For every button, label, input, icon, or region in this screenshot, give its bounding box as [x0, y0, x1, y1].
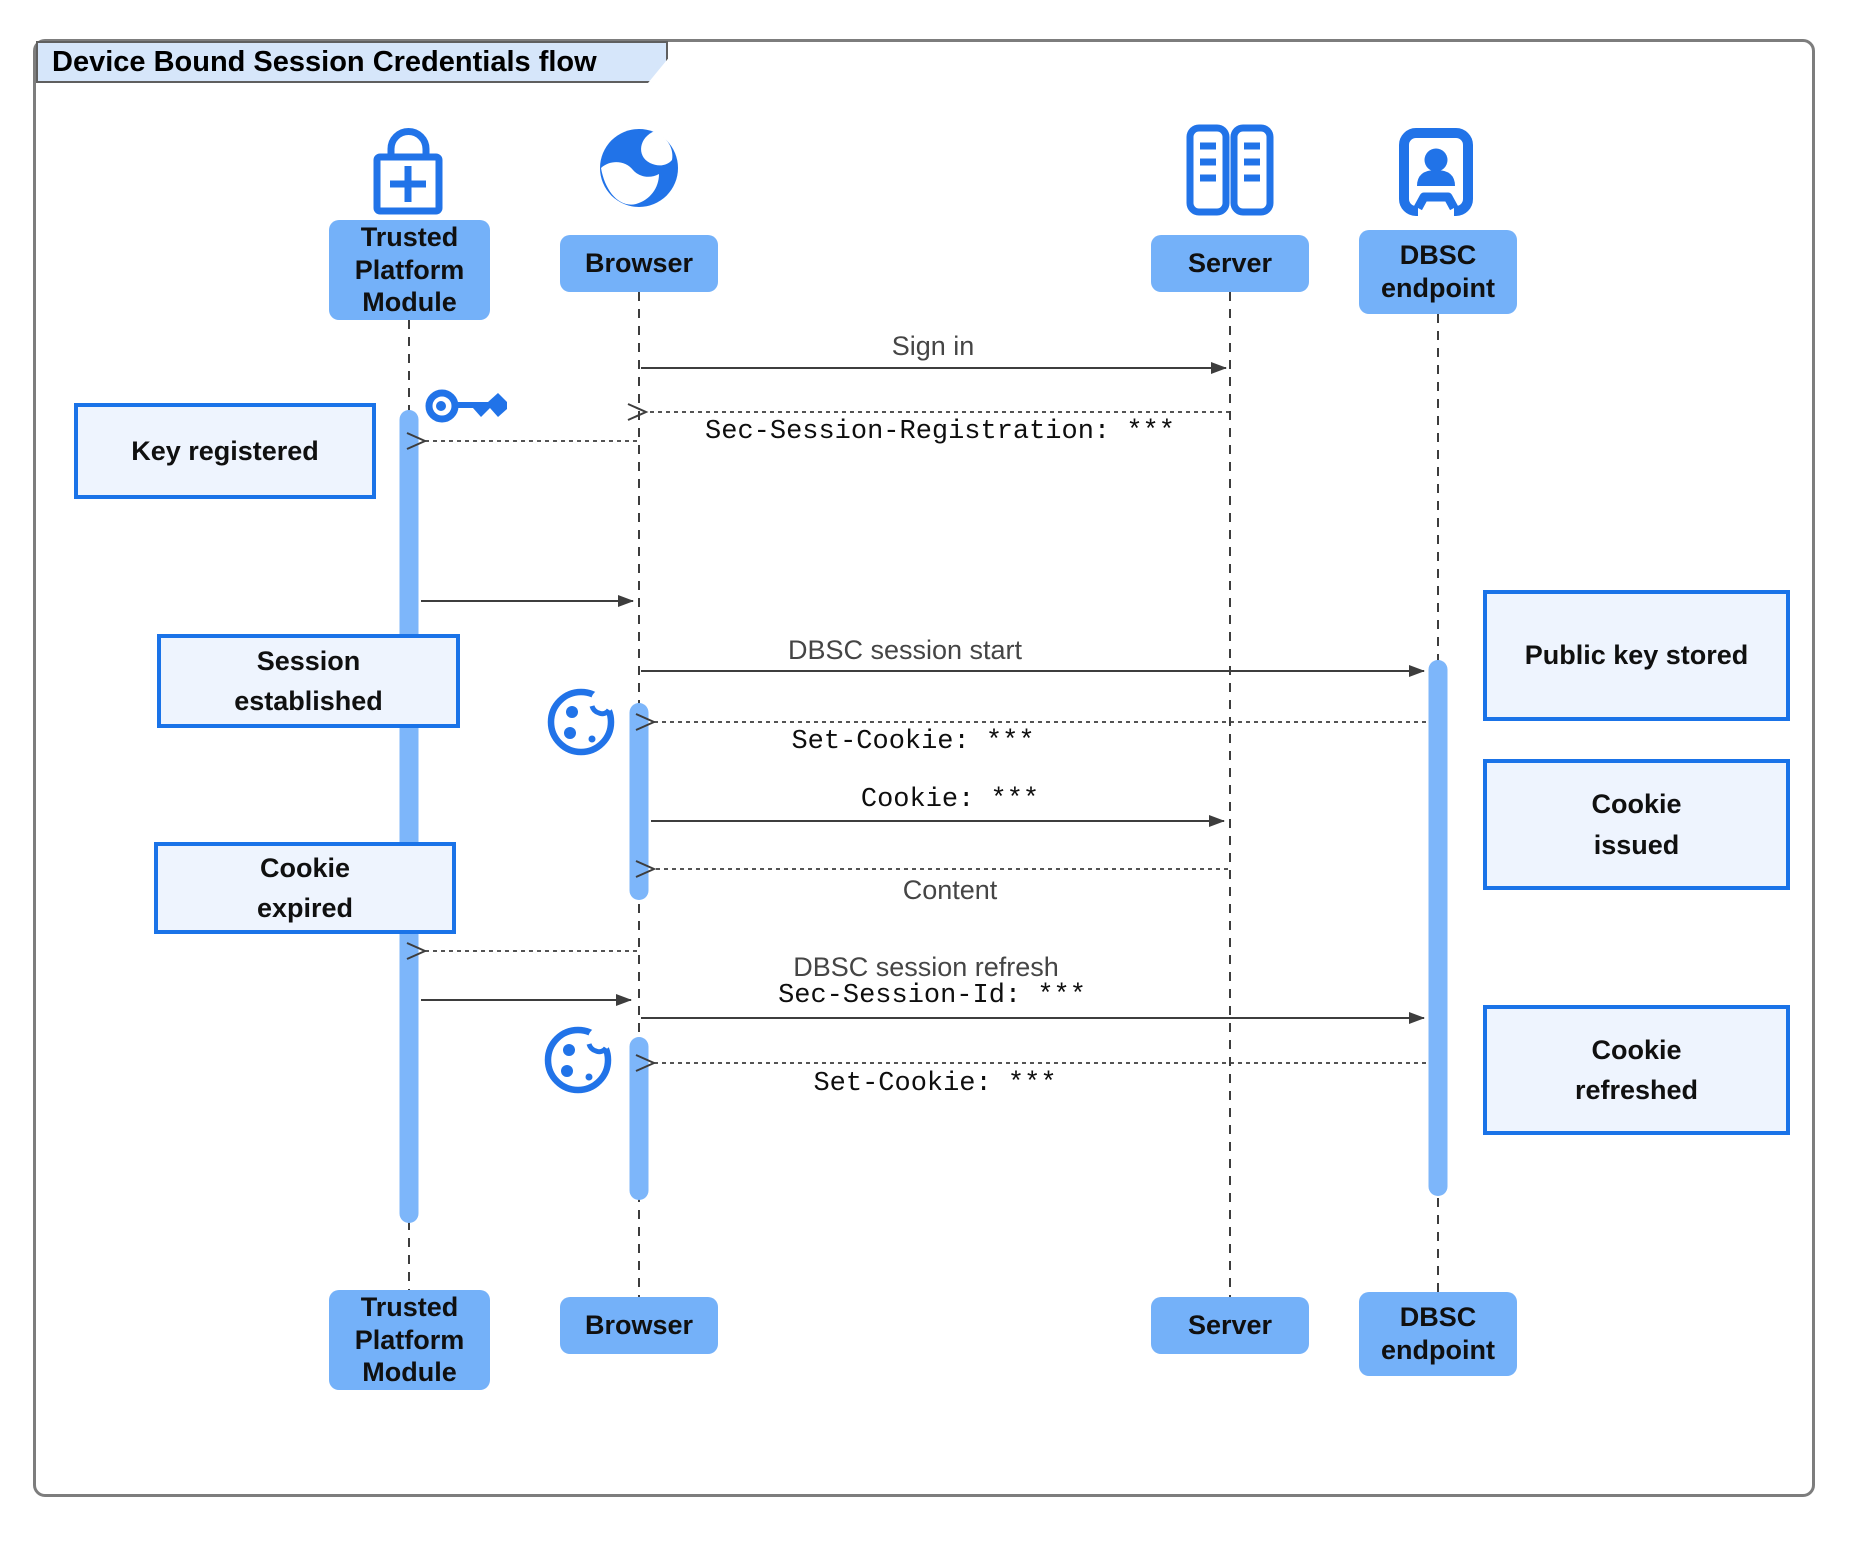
lock-plus-icon	[373, 128, 443, 215]
activation-bar-tpm	[399, 410, 419, 1223]
actor-label-browser-bottom: Browser	[560, 1297, 718, 1354]
note-public-key-stored: Public key stored	[1483, 590, 1790, 721]
actor-label-text: Server	[1187, 1310, 1273, 1341]
actor-label-text: Trusted Platform Module	[354, 1291, 465, 1388]
cookie-icon	[547, 688, 615, 756]
diagram-title: Device Bound Session Credentials flow	[52, 45, 597, 78]
actor-label-text: Server	[1187, 248, 1273, 279]
person-badge-icon	[1399, 128, 1473, 220]
server-rack-icon	[1186, 124, 1274, 216]
message-label-content: Content	[902, 875, 998, 905]
diagram-frame	[33, 39, 1815, 1497]
key-icon	[425, 389, 507, 423]
message-label-dbsc-session-start: DBSC session start	[787, 635, 1023, 665]
actor-label-server-top: Server	[1151, 235, 1309, 292]
note-cookie-expired: Cookie expired	[154, 842, 456, 934]
message-label-sec-session-id: Sec-Session-Id: ***	[778, 981, 1086, 1011]
cookie-icon	[544, 1026, 612, 1094]
note-session-established: Session established	[157, 634, 460, 728]
actor-label-dbsc-bottom: DBSC endpoint	[1359, 1292, 1517, 1376]
activation-bar-browser-1	[629, 703, 649, 900]
message-label-cookie: Cookie: ***	[860, 785, 1040, 815]
actor-label-server-bottom: Server	[1151, 1297, 1309, 1354]
actor-label-dbsc-top: DBSC endpoint	[1359, 230, 1517, 314]
activation-bar-dbsc	[1428, 660, 1448, 1196]
diagram-title-tab: Device Bound Session Credentials flow	[36, 41, 668, 83]
note-key-registered: Key registered	[74, 403, 376, 499]
actor-label-tpm-top: Trusted Platform Module	[329, 220, 490, 320]
message-label-sec-session-registration: Sec-Session-Registration: ***	[705, 417, 1175, 447]
actor-label-text: Browser	[584, 248, 694, 279]
activation-bar-browser-2	[629, 1037, 649, 1200]
actor-label-browser-top: Browser	[560, 235, 718, 292]
actor-label-text: DBSC endpoint	[1381, 240, 1495, 303]
message-label-sign-in: Sign in	[891, 331, 975, 361]
actor-label-text: DBSC endpoint	[1381, 1302, 1495, 1365]
note-cookie-issued: Cookie issued	[1483, 759, 1790, 890]
globe-icon	[600, 129, 678, 207]
message-label-dbsc-session-refresh: DBSC session refresh	[793, 952, 1059, 982]
message-label-set-cookie-2: Set-Cookie: ***	[813, 1069, 1057, 1099]
note-cookie-refreshed: Cookie refreshed	[1483, 1005, 1790, 1135]
message-label-set-cookie-1: Set-Cookie: ***	[791, 727, 1035, 757]
actor-label-text: Trusted Platform Module	[354, 221, 465, 318]
actor-label-text: Browser	[584, 1310, 694, 1341]
actor-label-tpm-bottom: Trusted Platform Module	[329, 1290, 490, 1390]
